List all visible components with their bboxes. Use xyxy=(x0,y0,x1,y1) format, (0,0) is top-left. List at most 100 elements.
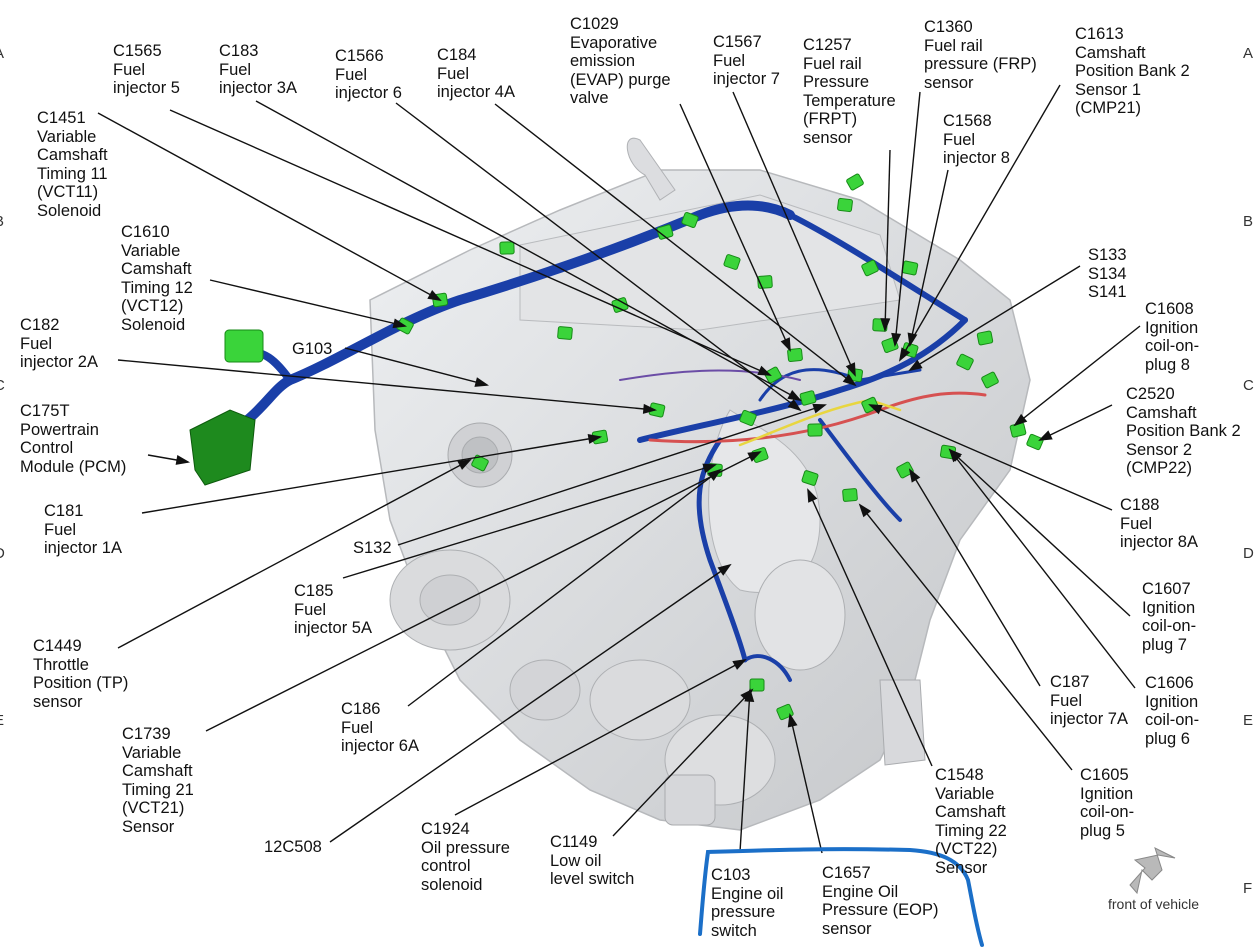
leader-arrowhead-c1029 xyxy=(780,337,791,352)
leader-line-c1613 xyxy=(899,84,1061,361)
connector xyxy=(499,241,515,255)
leader-arrowhead-c187 xyxy=(908,468,921,483)
label-c1608: C1608 Ignition coil-on- plug 8 xyxy=(1145,300,1200,374)
label-c1149: C1149 Low oil level switch xyxy=(550,833,635,889)
leader-line-c1149 xyxy=(612,689,753,837)
label-c182: C182 Fuel injector 2A xyxy=(20,316,98,372)
label-c1567: C1567 Fuel injector 7 xyxy=(713,33,780,89)
connector xyxy=(681,211,699,229)
leader-lines xyxy=(97,84,1141,854)
leader-line-c188 xyxy=(869,404,1113,511)
connector xyxy=(981,371,999,389)
label-c181: C181 Fuel injector 1A xyxy=(44,502,122,558)
edge-letter-left: A xyxy=(0,45,4,62)
leader-arrowhead-c1257 xyxy=(880,318,891,333)
edge-letter-right: E xyxy=(1243,712,1254,729)
highlight-outline xyxy=(698,847,984,947)
connector xyxy=(896,461,914,479)
front-of-vehicle-arrow-icon xyxy=(1129,847,1176,895)
label-c1657: C1657 Engine Oil Pressure (EOP) sensor xyxy=(822,864,939,938)
leader-line-c184 xyxy=(494,103,856,386)
label-c1566: C1566 Fuel injector 6 xyxy=(335,47,402,103)
leader-line-c1567 xyxy=(732,91,856,376)
edge-letter-left: B xyxy=(0,213,4,230)
front-of-vehicle-label: front of vehicle xyxy=(1108,896,1200,912)
label-c1029: C1029 Evaporative emission (EVAP) purge … xyxy=(570,15,671,108)
label-c1451: C1451 Variable Camshaft Timing 11 (VCT11… xyxy=(37,109,108,220)
leader-line-c1360 xyxy=(894,91,921,346)
label-c1739: C1739 Variable Camshaft Timing 21 (VCT21… xyxy=(122,725,194,836)
leader-arrowhead-c1565 xyxy=(757,365,772,376)
leader-arrowhead-c1360 xyxy=(891,332,902,348)
label-c1924: C1924 Oil pressure control solenoid xyxy=(421,820,510,894)
leader-arrowhead-c1610 xyxy=(392,318,407,329)
leader-arrowhead-c103 xyxy=(744,687,755,702)
connector xyxy=(1026,433,1044,451)
leader-arrowhead-c1608 xyxy=(1013,413,1028,427)
leader-arrowhead-c185 xyxy=(702,463,717,474)
leader-arrowhead-c1568 xyxy=(907,332,918,348)
connector xyxy=(799,390,817,406)
pcm-connector xyxy=(189,409,256,486)
leader-arrowhead-c1567 xyxy=(845,362,856,377)
leader-line-c187 xyxy=(909,469,1041,687)
label-g103: G103 xyxy=(292,340,333,358)
edge-letter-right: A xyxy=(1243,45,1254,62)
leader-arrowhead-c175t xyxy=(175,455,191,465)
label-c2520: C2520 Camshaft Position Bank 2 Sensor 2 … xyxy=(1126,385,1241,478)
connector xyxy=(956,353,974,371)
leader-arrowhead-c182 xyxy=(642,403,658,414)
leader-arrowhead-g103 xyxy=(474,377,489,387)
edge-letter-left: E xyxy=(0,712,4,729)
connector xyxy=(723,254,741,270)
label-c184: C184 Fuel injector 4A xyxy=(437,46,515,102)
connector xyxy=(749,678,765,692)
leader-line-c103 xyxy=(739,689,751,853)
edge-letter-left: D xyxy=(0,545,5,562)
edge-letter-right: C xyxy=(1243,377,1254,394)
label-c103: C103 Engine oil pressure switch xyxy=(711,866,784,940)
leader-line-c1607 xyxy=(949,449,1131,617)
leader-line-c183 xyxy=(255,100,801,401)
connector xyxy=(739,409,757,427)
leader-line-s132 xyxy=(397,404,826,546)
leader-line-c1257 xyxy=(884,149,891,331)
leader-arrowhead-c184 xyxy=(842,373,857,387)
connector xyxy=(224,329,264,363)
leader-arrowhead-c1451 xyxy=(427,290,442,301)
leader-line-c1606 xyxy=(949,449,1136,689)
label-c1613: C1613 Camshaft Position Bank 2 Sensor 1 … xyxy=(1075,25,1190,118)
leader-arrowhead-c181 xyxy=(587,433,603,444)
label-c1605: C1605 Ignition coil-on- plug 5 xyxy=(1080,766,1135,840)
leader-line-c182 xyxy=(117,359,656,411)
leader-arrowhead-c1449 xyxy=(457,459,472,470)
label-c175t: C175T Powertrain Control Module (PCM) xyxy=(20,402,127,476)
connector xyxy=(842,488,858,502)
leader-arrowhead-s132 xyxy=(812,403,827,414)
leader-line-c1548 xyxy=(807,489,933,767)
label-c1360: C1360 Fuel rail pressure (FRP) sensor xyxy=(924,18,1037,92)
leader-arrowhead-c1739 xyxy=(747,451,762,462)
label-c1607: C1607 Ignition coil-on- plug 7 xyxy=(1142,580,1197,654)
leader-line-c1657 xyxy=(789,714,823,854)
leader-line-c186 xyxy=(407,469,721,707)
label-c183: C183 Fuel injector 3A xyxy=(219,42,297,98)
leader-line-c1029 xyxy=(679,103,791,351)
edge-letter-right: F xyxy=(1243,880,1253,897)
leader-line-c2520 xyxy=(1039,404,1113,441)
leader-arrowhead-c1924 xyxy=(732,659,747,670)
leader-line-c1449 xyxy=(117,459,471,649)
leader-arrowhead-c1605 xyxy=(858,503,872,518)
leader-line-c1605 xyxy=(859,504,1073,771)
label-s132: S132 xyxy=(353,539,392,557)
edge-letter-right: D xyxy=(1243,545,1254,562)
leader-line-g103 xyxy=(344,347,488,386)
label-c1565: C1565 Fuel injector 5 xyxy=(113,42,180,98)
leader-arrowhead-c1566 xyxy=(787,398,802,412)
leader-arrowhead-c1548 xyxy=(807,488,818,503)
connector xyxy=(471,454,489,472)
leader-line-s133 xyxy=(909,265,1081,371)
connector xyxy=(837,197,853,213)
